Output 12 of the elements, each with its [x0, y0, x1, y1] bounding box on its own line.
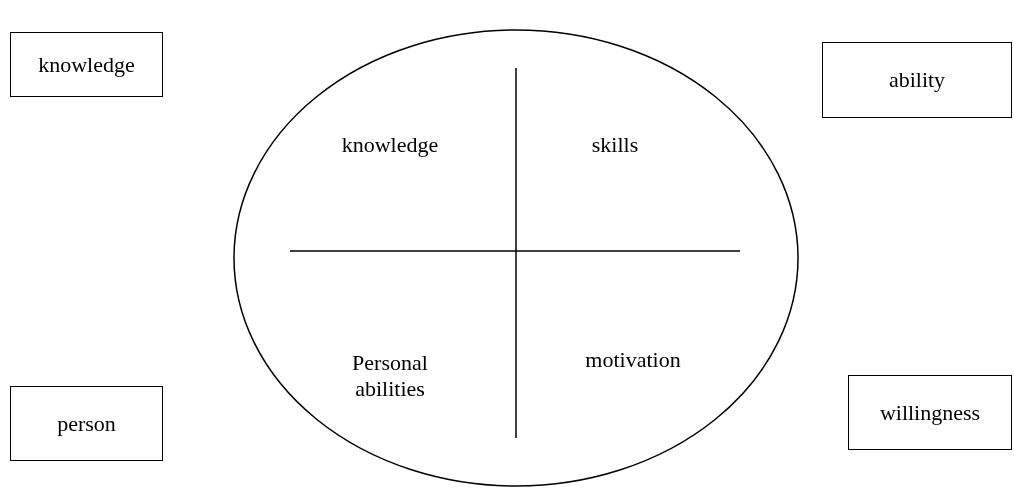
box-label: knowledge — [38, 51, 135, 78]
quadrant-label: motivation — [585, 346, 681, 374]
label-box — [848, 375, 1012, 450]
label-box — [10, 32, 163, 97]
label-box — [10, 386, 163, 461]
box-label: willingness — [879, 399, 981, 426]
box-label: ability — [888, 67, 946, 93]
quadrant-label: skills — [591, 131, 639, 159]
box-label: person — [57, 410, 116, 437]
quadrant-label: knowledge — [341, 131, 439, 159]
label-box — [822, 42, 1012, 118]
quadrant-label: Personal abilities — [351, 349, 429, 403]
